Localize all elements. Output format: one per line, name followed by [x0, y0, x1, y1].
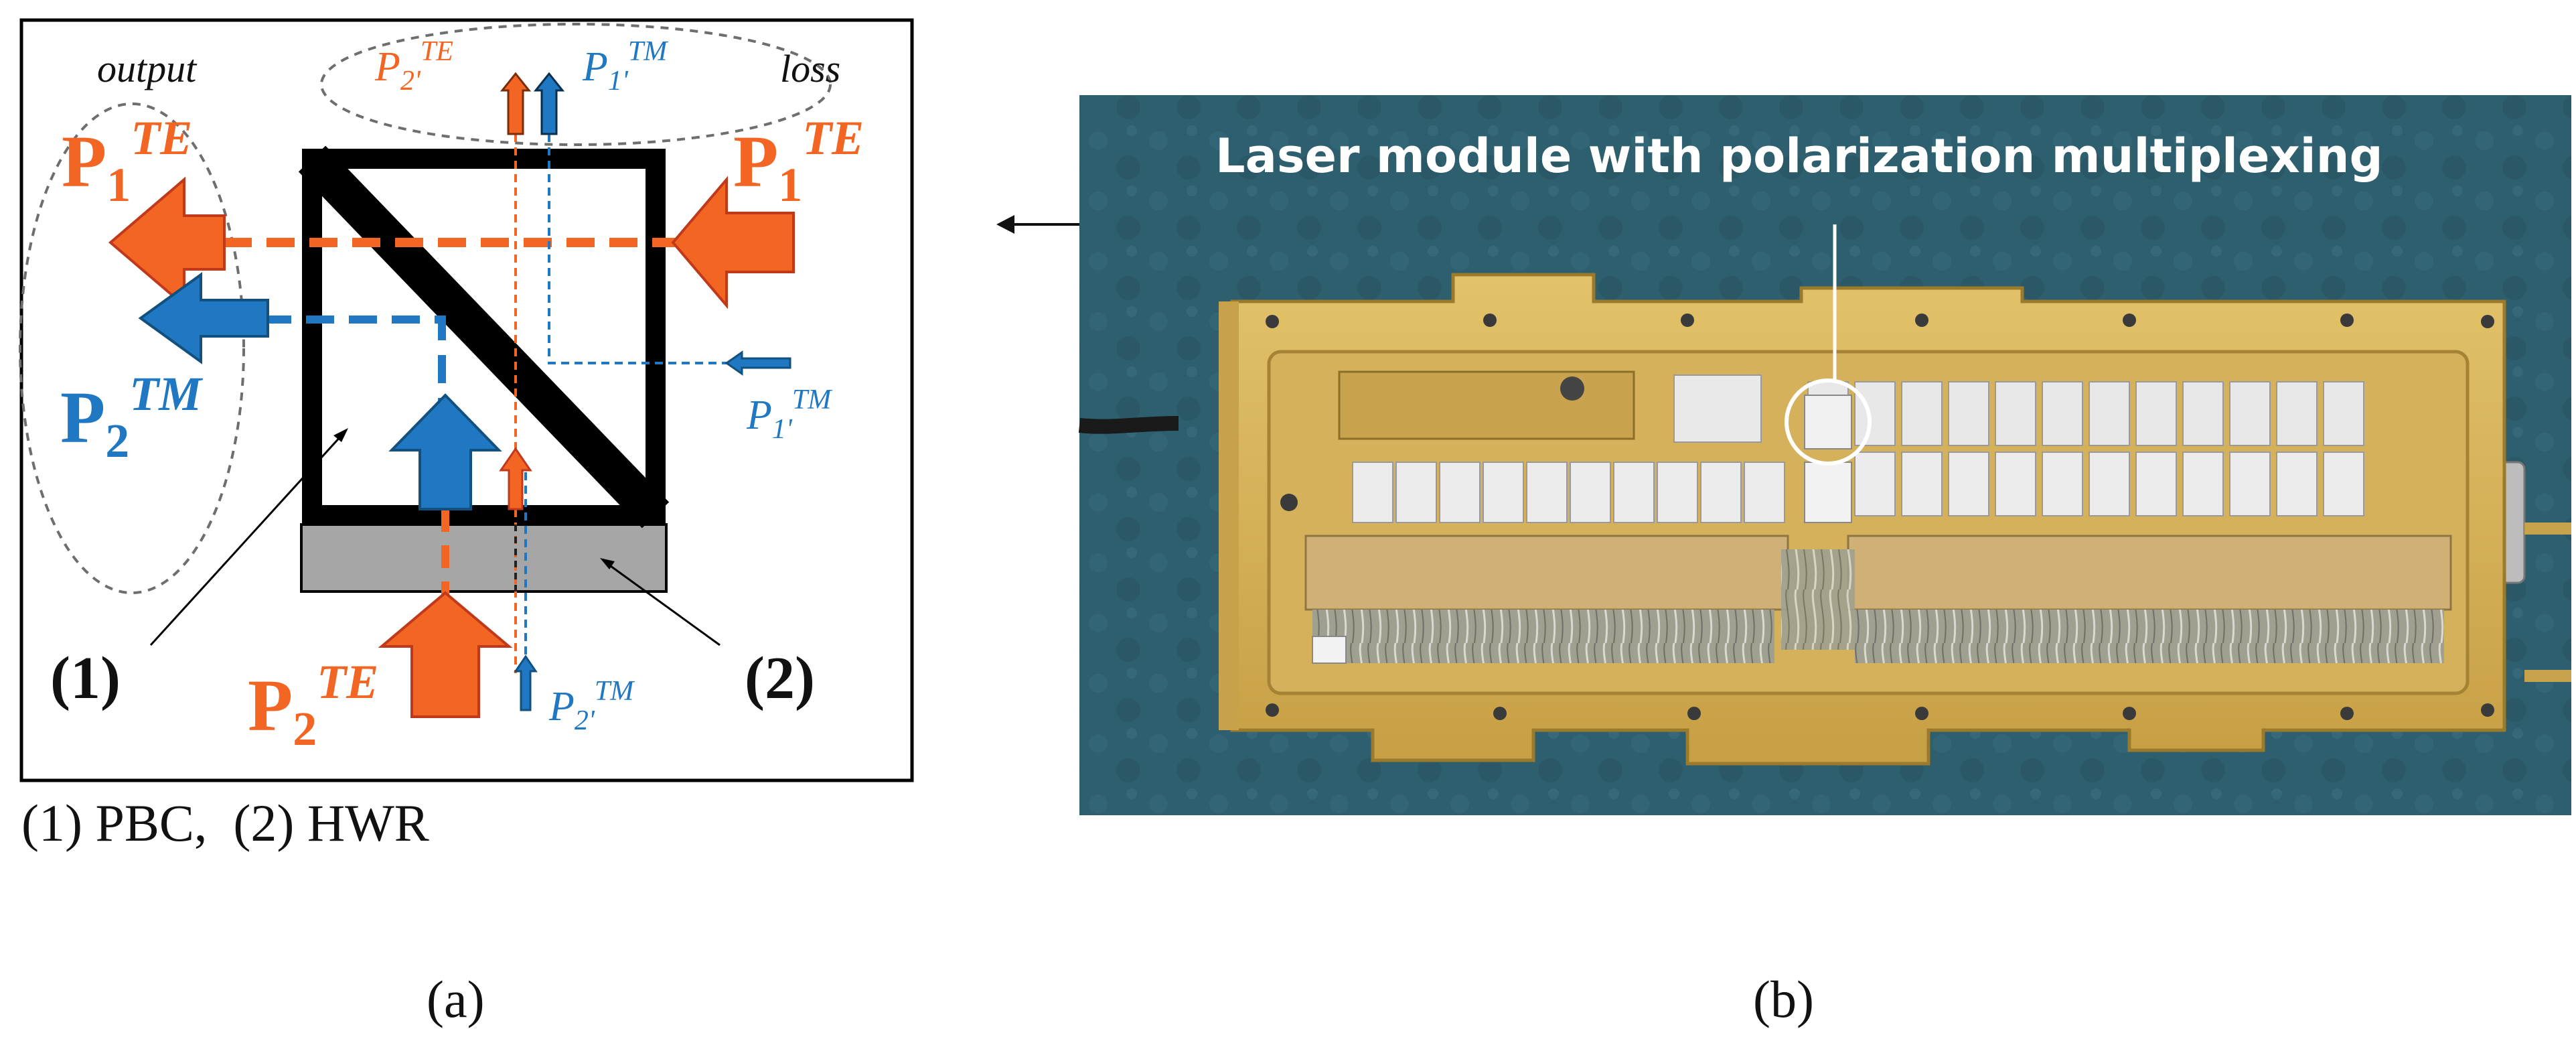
p1-te-output-label: P1TE	[62, 111, 192, 212]
marker-1-pointer-head	[333, 428, 348, 442]
pcb-strip-right	[1847, 535, 2452, 611]
wire-bonds-left	[1312, 610, 1774, 663]
callout-circle	[1785, 378, 1872, 466]
panel-b-caption: (b)	[1753, 970, 1814, 1028]
p2p-te-loss-label: P2'TE	[374, 36, 453, 96]
p1p-tm-input-arrow	[725, 350, 791, 376]
p1p-tm-loss-arrow	[533, 72, 565, 135]
panel-a-caption: (a)	[427, 970, 485, 1028]
output-label: output	[97, 47, 198, 90]
loss-group-ellipse	[320, 23, 832, 146]
p2-tm-output-label: P2TM	[60, 367, 204, 468]
panel-a-legend: (1) PBC, (2) HWR	[21, 794, 429, 852]
p2-tm-up-arrow	[388, 393, 502, 510]
marker-2-label: (2)	[745, 645, 815, 711]
panel-a: output loss P1TE P1TE P2TM P2TE P2'TE P1…	[19, 18, 914, 1028]
wire-bonds-right	[1855, 610, 2444, 663]
p1p-tm-loss-label: P1'TM	[582, 36, 668, 96]
p2p-te-loss-arrow	[500, 72, 532, 135]
p1-te-input-arrow	[671, 176, 795, 309]
output-group-ellipse	[19, 102, 245, 594]
optics-block	[1673, 374, 1762, 443]
p1-te-input-label: P1TE	[733, 111, 864, 212]
marker-1-pointer	[149, 434, 343, 646]
marker-1-label: (1)	[50, 645, 121, 711]
pbc-diagonal	[298, 145, 670, 529]
p2-te-input-label: P2TE	[248, 655, 378, 756]
p2-te-input-arrow	[378, 591, 513, 718]
p1p-tm-input-label: P1'TM	[746, 385, 832, 445]
pbc-element	[1804, 395, 1852, 449]
p2p-tm-input-label: P2'TM	[548, 676, 635, 736]
p2p-te-up-arrow	[499, 447, 532, 510]
collimator-block	[1338, 370, 1635, 440]
marker-2-pointer	[605, 561, 721, 646]
connector-arrow-head	[996, 215, 1014, 234]
hwr-plate	[300, 523, 668, 593]
loss-label: loss	[780, 47, 840, 90]
hwr-element	[1804, 462, 1852, 523]
pcb-strip-left	[1304, 535, 1789, 611]
laser-chip-row-lower-right	[1854, 451, 2364, 516]
fiber-cable	[1078, 416, 1179, 434]
p2-tm-output-arrow	[138, 272, 269, 364]
panel-b: Laser module with polarization multiplex…	[1078, 95, 2571, 1028]
p2p-tm-input-arrow	[514, 654, 538, 711]
p1p-tm-loss-path	[548, 134, 747, 364]
screw-holes	[1266, 314, 2494, 720]
photo-title: Laser module with polarization multiplex…	[1215, 129, 2383, 184]
laser-chip-row-left	[1352, 462, 1785, 523]
laser-chip-row-upper-right	[1807, 381, 2364, 446]
marker-2-pointer-head	[600, 558, 615, 569]
